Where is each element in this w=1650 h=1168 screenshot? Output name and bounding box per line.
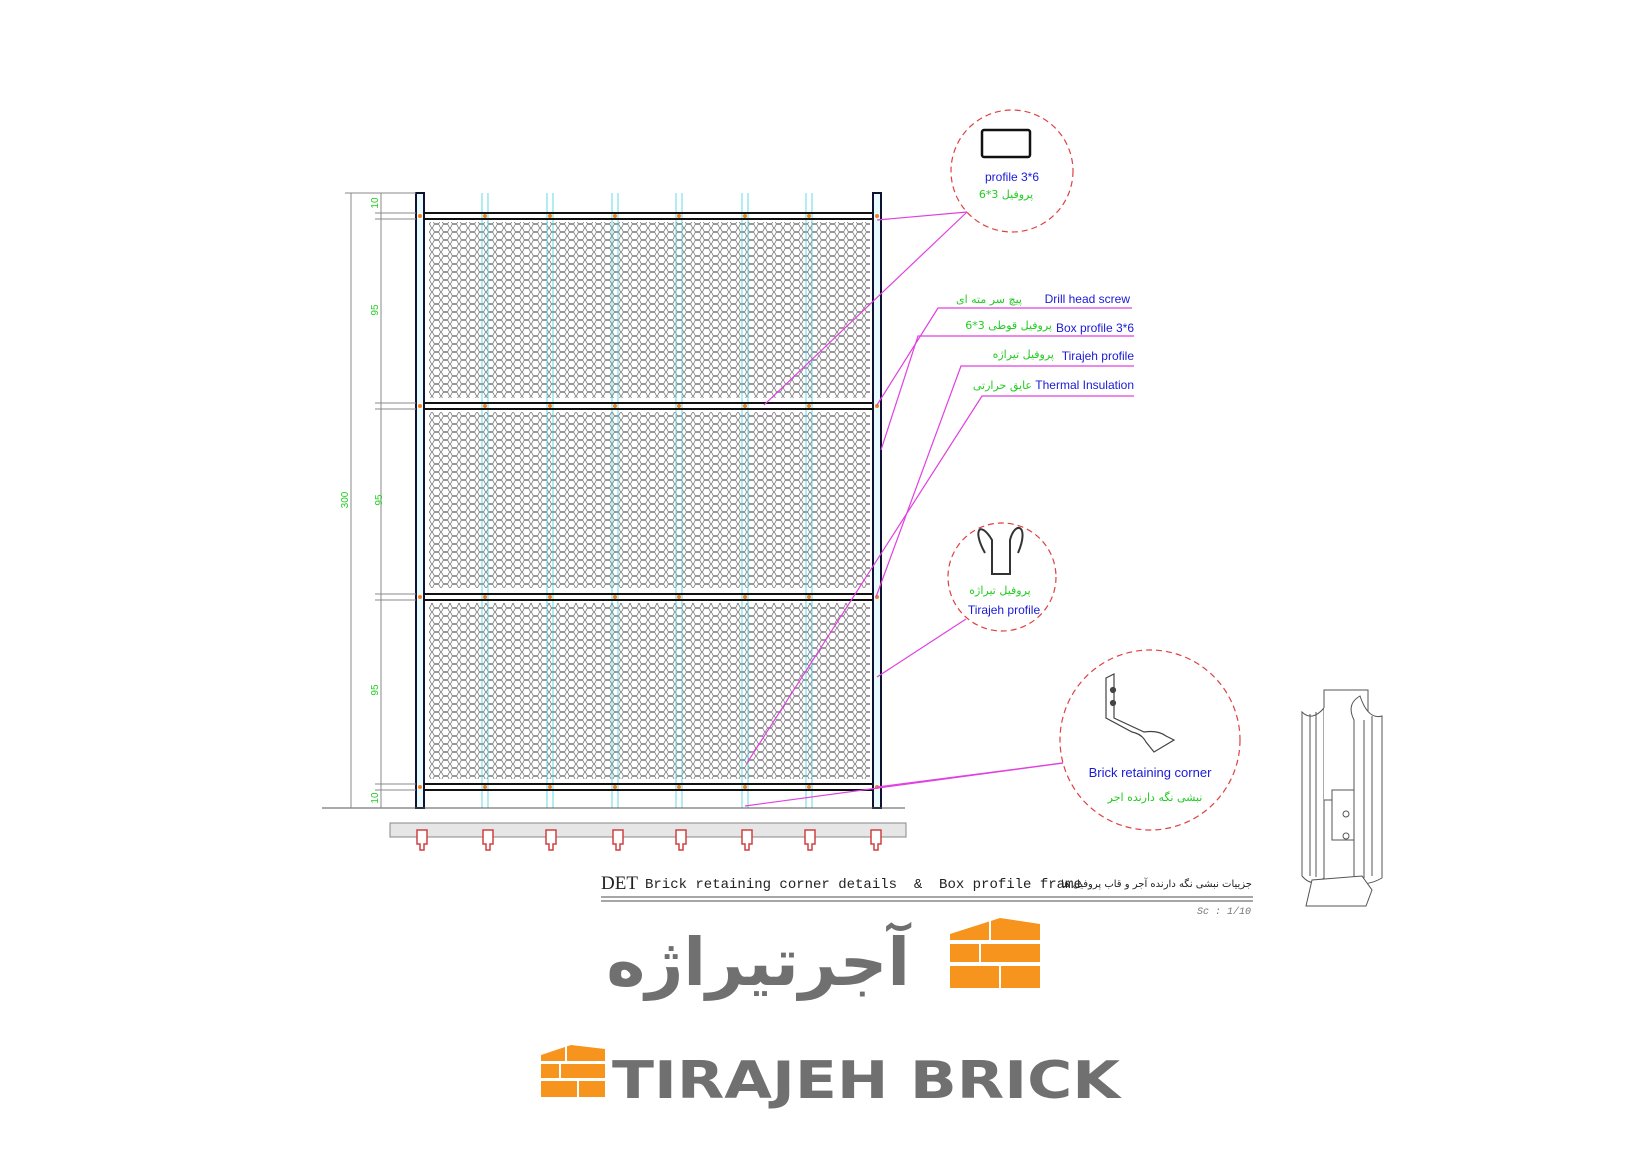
title-scale: Sc : 1/10 (1197, 906, 1251, 918)
callout-box-profile-fa: پروفیل قوطی 3*6 (965, 319, 1052, 332)
callout-labels: Drill head screw پیچ سر مته ای Box profi… (956, 292, 1134, 393)
box-profile-rails (424, 212, 873, 791)
detail-corner-fa: نبشی نگه دارنده اجر (1107, 791, 1203, 804)
detail-profile-fa: پروفیل 3*6 (979, 188, 1033, 201)
callout-drill-screw-fa: پیچ سر مته ای (956, 293, 1022, 306)
detail-tirajeh-fa: پروفیل تیراژه (969, 584, 1030, 597)
dim-panel1: 95 (370, 304, 381, 316)
logo-en-text: TIRAJEH BRICK (612, 1051, 1122, 1111)
title-text: Brick retaining corner details & Box pro… (645, 877, 1082, 893)
profile-3d-assembly (1301, 689, 1383, 907)
thermal-insulation-mesh (429, 222, 870, 779)
tirajeh-profiles (481, 193, 813, 808)
dim-panel3: 95 (370, 684, 381, 696)
title-prefix: DET (601, 873, 638, 894)
dim-top: 10 (370, 197, 381, 209)
logo-persian: آجرتیراژه (606, 918, 1040, 1001)
dimension-lines (322, 192, 905, 809)
drill-head-screws (418, 214, 879, 789)
detail-profile-en: profile 3*6 (985, 170, 1039, 184)
title-block: DET Brick retaining corner details & Box… (601, 873, 1253, 918)
dim-bottom: 10 (370, 792, 381, 804)
callout-thermal-insulation-fa: عایق حرارتی (973, 379, 1032, 393)
callout-tirajeh-profile-fa: پروفیل تیراژه (993, 348, 1054, 361)
dim-total: 300 (340, 491, 351, 508)
detail-tirajeh-en: Tirajeh profile (968, 603, 1041, 617)
dim-panel2: 95 (374, 494, 385, 506)
box-profile-section-icon (980, 128, 1032, 159)
tirajeh-profile-section-icon (977, 526, 1024, 575)
detail-brick-retaining-corner: Brick retaining corner نبشی نگه دارنده ا… (1059, 649, 1241, 831)
callout-drill-screw-en: Drill head screw (1045, 292, 1131, 306)
title-fa: جزییات نبشی نگه دارنده آجر و قاب پروفیل … (1061, 877, 1252, 890)
logo-fa-text: آجرتیراژه (606, 921, 911, 1001)
callout-box-profile-en: Box profile 3*6 (1056, 321, 1134, 335)
brick-logo-icon (541, 1045, 605, 1097)
dimension-labels: 10 95 95 95 10 300 (340, 197, 385, 804)
leader-lines (744, 211, 1134, 807)
corner-bracket-icon (1105, 673, 1176, 753)
callout-thermal-insulation-en: Thermal Insulation (1035, 378, 1134, 392)
detail-corner-en: Brick retaining corner (1089, 765, 1212, 780)
detail-tirajeh-profile: پروفیل تیراژه Tirajeh profile (947, 522, 1057, 632)
brick-logo-icon (950, 918, 1040, 988)
logo-english: TIRAJEH BRICK (541, 1045, 1122, 1111)
brick-base (389, 822, 907, 851)
callout-tirajeh-profile-en: Tirajeh profile (1062, 349, 1135, 363)
detail-profile-3x6: profile 3*6 پروفیل 3*6 (950, 109, 1074, 233)
